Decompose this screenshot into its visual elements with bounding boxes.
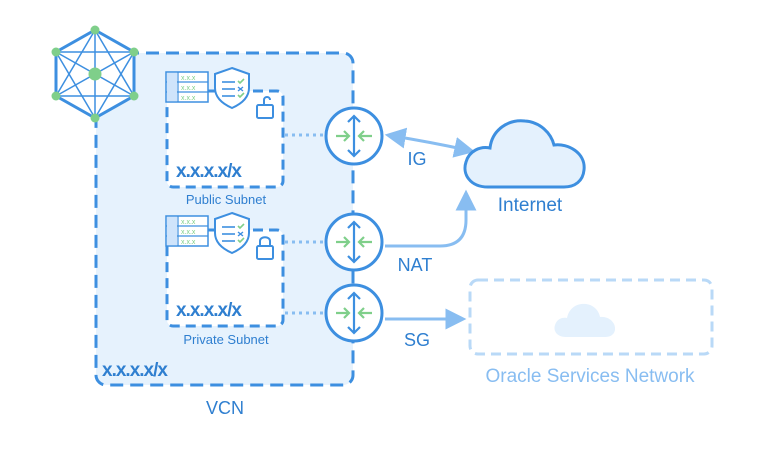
ig-internet-arrow	[384, 127, 476, 158]
nat-label: NAT	[398, 255, 433, 275]
security-list-icon	[214, 211, 250, 255]
security-list-icon	[214, 66, 250, 110]
ig-label: IG	[407, 149, 426, 169]
nat-gateway-icon	[324, 212, 384, 272]
nat-internet-arrow	[385, 189, 477, 248]
internet-cloud-icon	[463, 119, 586, 189]
locked-padlock-icon	[256, 236, 274, 260]
svg-text:x.x.x: x.x.x	[181, 219, 196, 226]
internet-label: Internet	[498, 195, 563, 216]
service-gateway-icon	[324, 283, 384, 343]
sg-label: SG	[404, 330, 430, 350]
unlocked-padlock-icon	[256, 96, 274, 119]
route-table-icon: x.x.x x.x.x x.x.x	[165, 71, 209, 103]
private-subnet-label: Private Subnet	[183, 332, 269, 347]
internet-gateway-icon	[324, 106, 384, 166]
public-subnet-cidr: x.x.x.x/x	[176, 161, 242, 182]
vcn-hexagon-icon	[51, 25, 139, 123]
svg-text:x.x.x: x.x.x	[181, 75, 196, 82]
svg-text:x.x.x: x.x.x	[181, 85, 196, 92]
route-table-icon: x.x.x x.x.x x.x.x	[165, 215, 209, 247]
vcn-cidr: x.x.x.x/x	[102, 360, 168, 381]
vcn-label: VCN	[206, 398, 244, 418]
private-subnet-cidr: x.x.x.x/x	[176, 300, 242, 321]
oracle-cloud-icon	[554, 303, 616, 337]
public-subnet-label: Public Subnet	[186, 192, 267, 207]
oracle-services-label: Oracle Services Network	[485, 366, 695, 387]
svg-text:x.x.x: x.x.x	[181, 229, 196, 236]
svg-text:x.x.x: x.x.x	[181, 239, 196, 246]
svg-text:x.x.x: x.x.x	[181, 95, 196, 102]
